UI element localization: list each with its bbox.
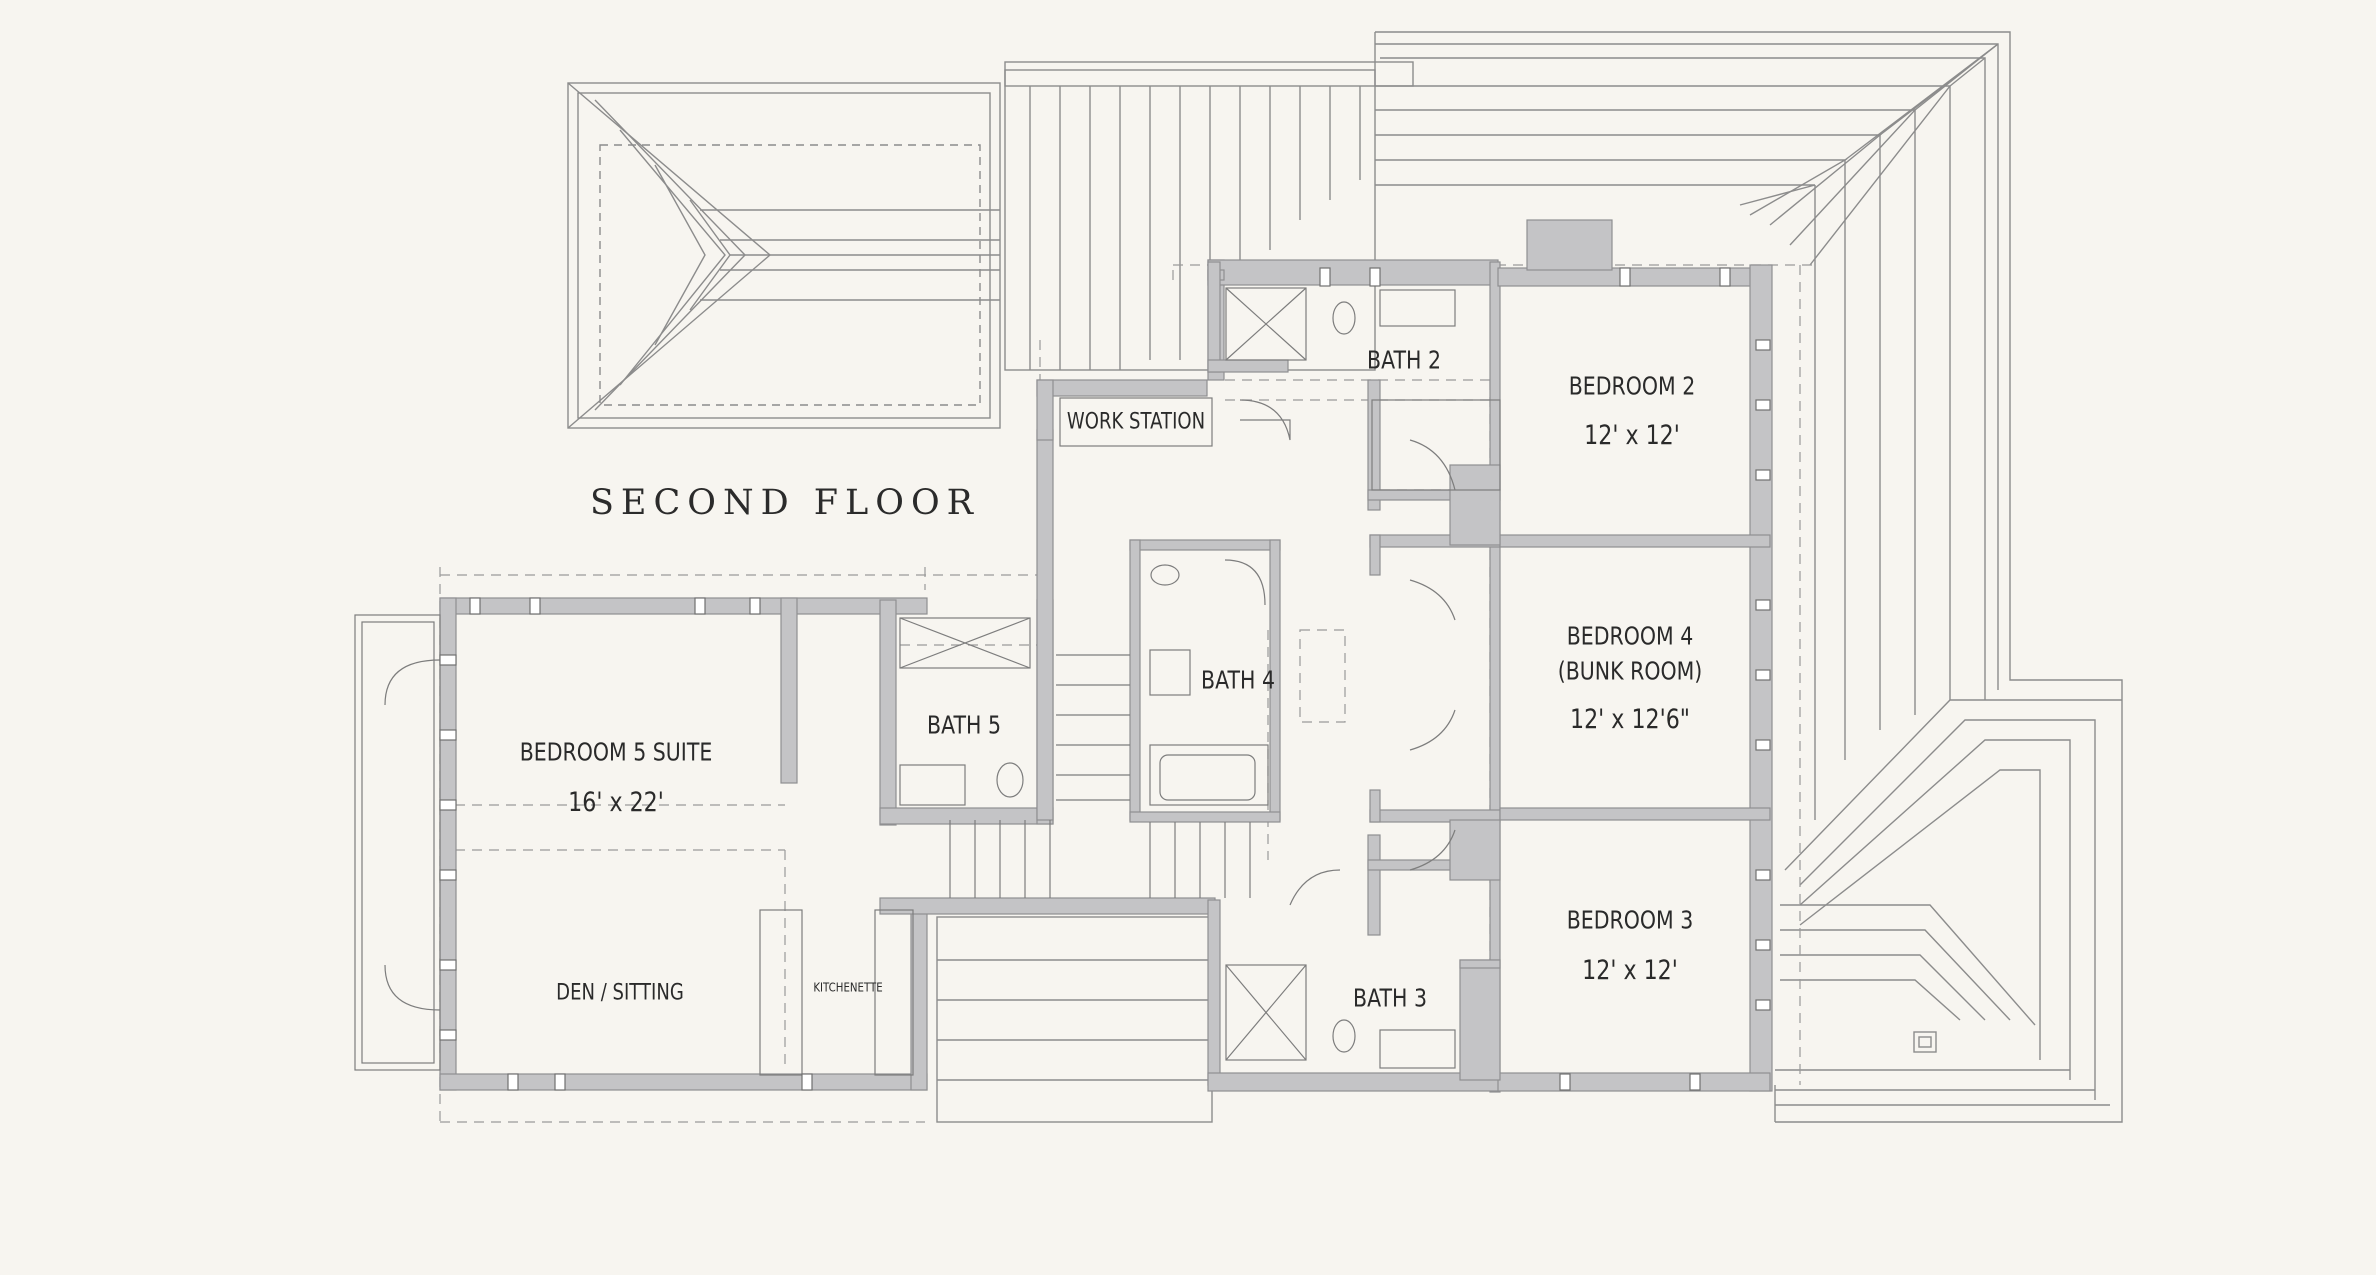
label-bedroom-5-suite: BEDROOM 5 SUITE xyxy=(519,737,713,767)
label-bath-4: BATH 4 xyxy=(1201,665,1275,695)
label-bedroom-4: BEDROOM 4 xyxy=(1566,621,1694,651)
label-bath-2: BATH 2 xyxy=(1367,345,1441,375)
dim-bedroom-2: 12' x 12' xyxy=(1584,420,1680,452)
label-bath-5: BATH 5 xyxy=(927,710,1001,740)
dim-bedroom-5: 16' x 22' xyxy=(568,787,664,819)
roof-right xyxy=(1374,31,2123,1123)
label-bath-3: BATH 3 xyxy=(1353,983,1427,1013)
floor-title: SECOND FLOOR xyxy=(589,483,981,524)
dim-bedroom-3: 12' x 12' xyxy=(1582,955,1678,987)
label-bedroom-2: BEDROOM 2 xyxy=(1568,371,1696,401)
interior-lines xyxy=(354,287,1501,1076)
dim-bedroom-4: 12' x 12'6" xyxy=(1570,704,1690,736)
label-bedroom-3: BEDROOM 3 xyxy=(1566,905,1694,935)
label-den-sitting: DEN / SITTING xyxy=(556,980,684,1006)
label-bedroom-4-sub: (BUNK ROOM) xyxy=(1557,656,1703,686)
roof-top-center xyxy=(1004,61,1414,371)
roof-bottom-center xyxy=(936,916,1213,1123)
label-work-station: WORK STATION xyxy=(1066,409,1206,435)
window-marks xyxy=(439,267,1771,1091)
roof-upper-left xyxy=(567,82,1001,429)
label-kitchenette: KITCHENETTE xyxy=(813,980,883,995)
